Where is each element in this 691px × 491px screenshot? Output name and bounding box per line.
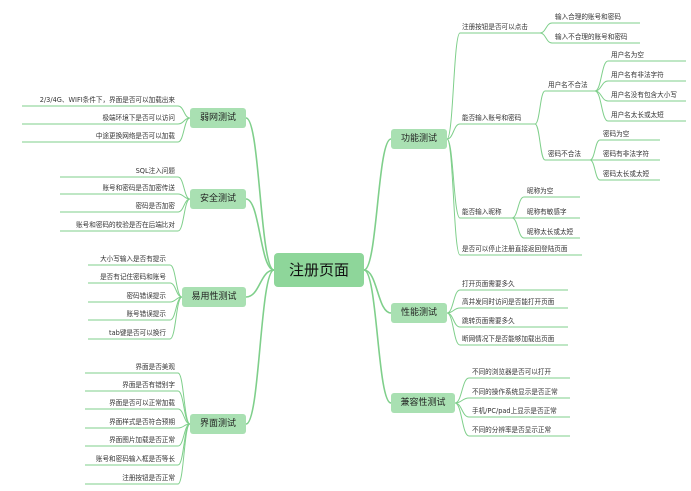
branch-functional-testing: 功能测试: [391, 129, 447, 149]
connector-82: [169, 296, 183, 340]
leaf-password-empty: 密码为空: [603, 130, 630, 138]
leaf-security-2: 账号和密码是否加密传送: [102, 184, 175, 192]
leaf-interface-1: 界面是否美观: [135, 363, 175, 371]
leaf-username-illegal-chars: 用户名有非法字符: [611, 71, 664, 79]
connector-66: [177, 176, 191, 200]
leaf-can-input-nickname: 能否输入昵称: [462, 208, 502, 216]
leaf-security-4: 账号和密码的校验是否在后端比对: [76, 221, 175, 229]
branch-performance-testing: 性能测试: [391, 303, 447, 323]
connector-58: [454, 402, 470, 437]
connector-24: [594, 90, 609, 122]
connector-12: [539, 32, 553, 44]
leaf-password-invalid: 密码不合法: [548, 150, 581, 158]
connector-18: [594, 60, 609, 92]
connector-2: [363, 269, 392, 314]
leaf-register-button: 注册按钮是否可以点击: [462, 23, 528, 31]
connector-52: [454, 377, 470, 404]
leaf-usability-1: 大小写输入是否有提示: [100, 255, 166, 263]
root-node: 注册页面: [274, 253, 364, 287]
connector-1: [363, 138, 392, 271]
leaf-password-too-long: 密码太长或太短: [603, 170, 650, 178]
connector-14: [446, 123, 461, 140]
leaf-nickname-too-long: 昵称太长或太短: [527, 228, 574, 236]
connector-26: [534, 123, 546, 161]
connector-32: [589, 159, 601, 181]
connector-86: [177, 390, 191, 425]
leaf-interface-5: 界面图片加载是否正常: [109, 436, 175, 444]
leaf-username-invalid: 用户名不合法: [548, 81, 588, 89]
leaf-nickname-sensitive: 昵称有敏感字: [527, 208, 567, 216]
leaf-compatibility-2: 不同的操作系统显示是否正常: [472, 388, 558, 396]
leaf-username-empty: 用户名为空: [611, 51, 644, 59]
leaf-compatibility-4: 不同的分辨率是否显示正常: [472, 426, 552, 434]
branch-weak-network-testing: 弱网测试: [190, 108, 246, 128]
leaf-stop-register: 是否可以停止注册直接返回登陆页面: [462, 245, 568, 253]
leaf-compatibility-1: 不同的浏览器是否可以打开: [472, 368, 552, 376]
connector-4: [245, 117, 275, 271]
leaf-performance-2: 高并发同时访问是否能打开页面: [462, 298, 555, 306]
leaf-unreasonable-account: 输入不合理的账号和密码: [555, 33, 628, 41]
connector-5: [245, 198, 275, 271]
leaf-reasonable-account: 输入合理的账号和密码: [555, 13, 621, 21]
leaf-performance-4: 断网情况下是否能够加载出页面: [462, 335, 555, 343]
connector-6: [245, 269, 275, 298]
leaf-performance-3: 跳转页面需要多久: [462, 317, 515, 325]
leaf-performance-1: 打开页面需要多久: [462, 280, 515, 288]
leaf-security-1: SQL注入问题: [135, 167, 175, 175]
connector-50: [446, 312, 461, 346]
leaf-usability-5: tab键是否可以换行: [109, 329, 166, 337]
connector-16: [534, 90, 546, 125]
leaf-password-illegal-chars: 密码有非法字符: [603, 150, 650, 158]
branch-compatibility-testing: 兼容性测试: [391, 393, 455, 413]
branch-usability-testing: 易用性测试: [182, 287, 246, 307]
connector-40: [511, 217, 525, 239]
leaf-username-too-long: 用户名太长或太短: [611, 111, 664, 119]
connector-7: [245, 269, 275, 425]
connector-28: [589, 139, 601, 161]
leaf-interface-7: 注册按钮是否正常: [122, 474, 175, 482]
leaf-usability-2: 是否有记住密码和账号: [100, 273, 166, 281]
leaf-interface-2: 界面是否有错别字: [122, 381, 175, 389]
branch-interface-testing: 界面测试: [190, 414, 246, 434]
leaf-compatibility-3: 手机/PC/pad上显示是否正常: [472, 407, 557, 415]
connector-20: [594, 80, 609, 92]
leaf-interface-6: 账号和密码输入框是否等长: [95, 455, 175, 463]
connector-88: [177, 408, 191, 425]
connector-42: [446, 138, 461, 256]
connector-96: [177, 423, 191, 485]
connector-36: [511, 196, 525, 219]
leaf-weak-network-1: 2/3/4G、WIFI条件下，界面是否可以加载出来: [39, 96, 175, 104]
connector-60: [177, 105, 191, 119]
connector-3: [363, 269, 392, 404]
leaf-weak-network-3: 中途更换网络是否可以加载: [95, 132, 175, 140]
connector-64: [177, 117, 191, 143]
connector-74: [169, 264, 183, 298]
connector-34: [446, 138, 461, 219]
connector-10: [539, 22, 553, 34]
connector-72: [177, 198, 191, 232]
leaf-usability-4: 账号错误提示: [126, 310, 166, 318]
branch-security-testing: 安全测试: [190, 189, 246, 209]
leaf-weak-network-2: 极端环境下是否可以访问: [102, 114, 175, 122]
leaf-can-input-account: 能否输入账号和密码: [462, 114, 522, 122]
leaf-nickname-empty: 昵称为空: [527, 187, 554, 195]
leaf-username-no-case: 用户名没有包含大小写: [611, 91, 677, 99]
connector-76: [169, 282, 183, 298]
leaf-interface-3: 界面是否可以正常加载: [109, 399, 175, 407]
connector-8: [446, 32, 461, 140]
leaf-usability-3: 密码错误提示: [126, 292, 166, 300]
leaf-interface-4: 界面样式是否符合预期: [109, 418, 175, 426]
leaf-security-3: 密码是否加密: [135, 202, 175, 210]
connector-44: [446, 289, 461, 314]
